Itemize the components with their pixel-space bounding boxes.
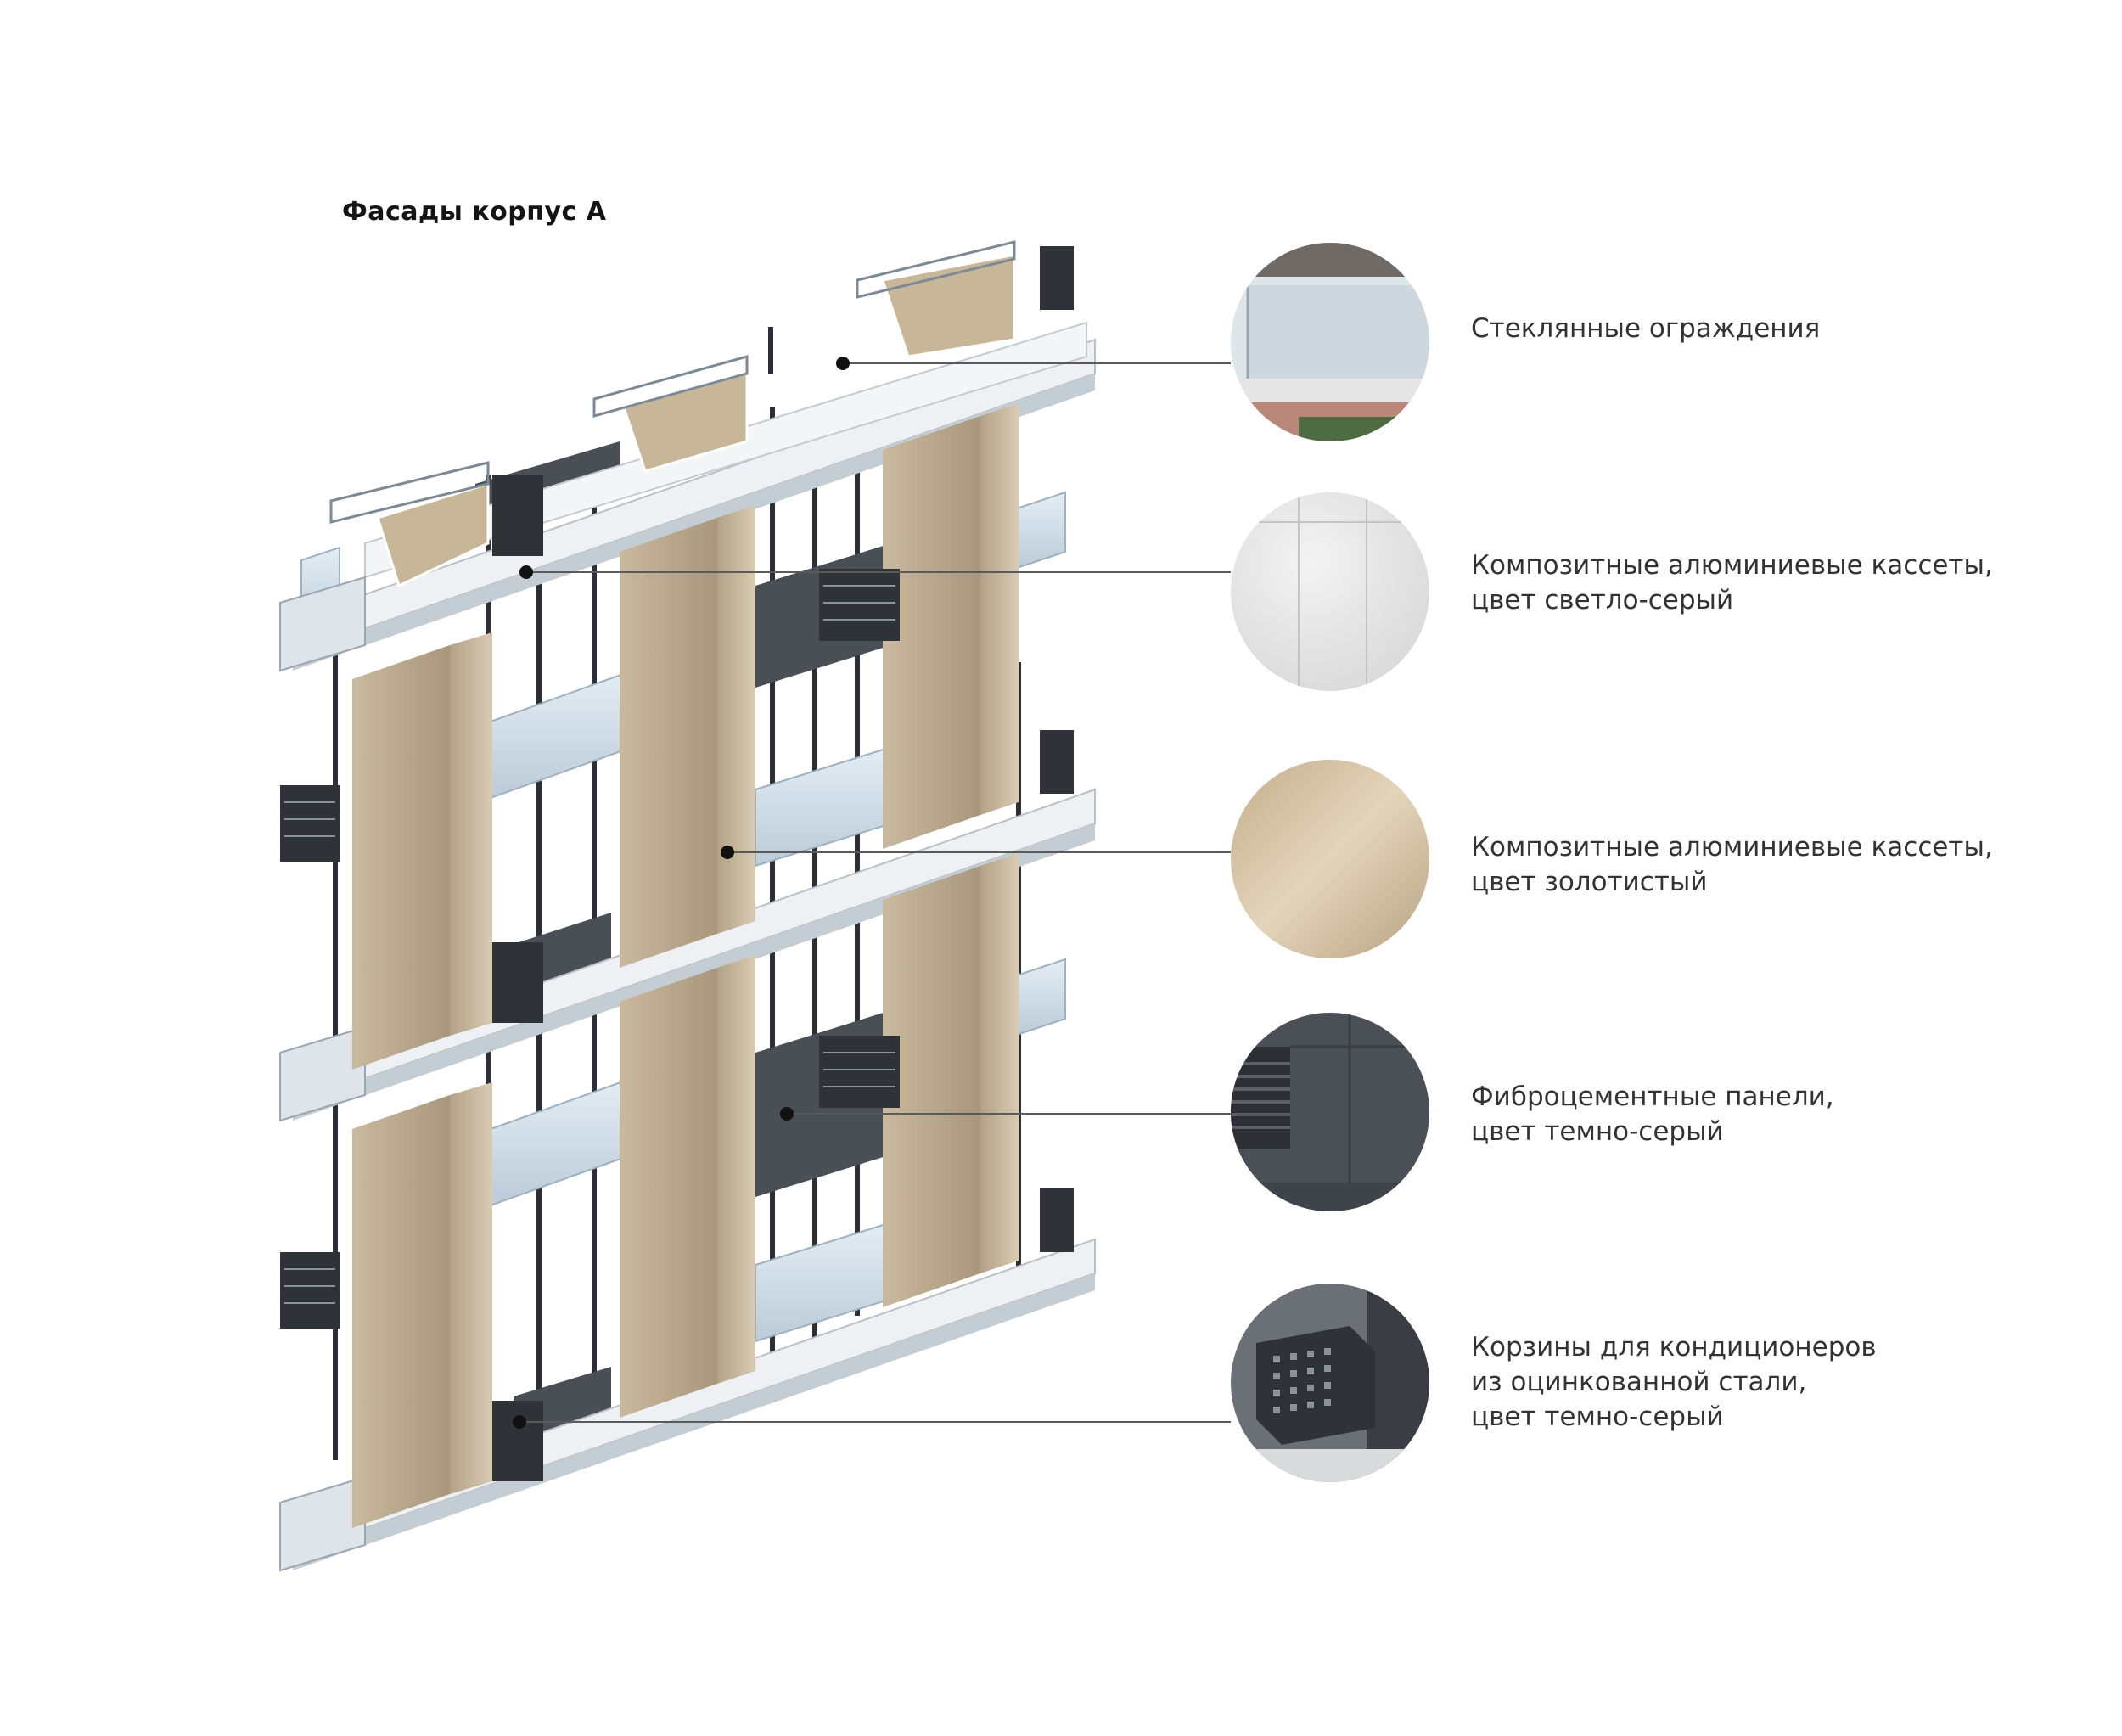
glass-railings xyxy=(300,491,1066,1343)
rooftop-planters xyxy=(329,240,1016,588)
glass-railing-photo-icon xyxy=(1231,243,1429,441)
gold-panel-swatch-icon xyxy=(1231,760,1429,958)
legend-glass-railings: Стеклянные ограждения xyxy=(1471,312,1820,346)
gold-columns xyxy=(352,403,1019,1528)
legend-aluminium-gold: Композитные алюминиевые кассеты, цвет зо… xyxy=(1471,830,1993,900)
legend-line: Корзины для кондиционеров xyxy=(1471,1332,1877,1362)
legend-line: цвет золотистый xyxy=(1471,867,1708,897)
legend-line: Стеклянные ограждения xyxy=(1471,313,1821,344)
ac-basket-photo-icon xyxy=(1231,1284,1429,1482)
legend-line: цвет темно-серый xyxy=(1471,1116,1724,1147)
legend-line: цвет светло-серый xyxy=(1471,585,1734,615)
ac-basket-louvres xyxy=(284,585,895,1304)
legend-ac-baskets: Корзины для кондиционеров из оцинкованно… xyxy=(1471,1330,1877,1435)
legend-fibre-cement: Фиброцементные панели, цвет темно-серый xyxy=(1471,1080,1834,1149)
leader-lines xyxy=(519,362,1231,1423)
page-title: Фасады корпус А xyxy=(342,197,607,227)
legend-line: из оцинкованной стали, xyxy=(1471,1367,1807,1397)
legend-line: Фиброцементные панели, xyxy=(1471,1081,1834,1112)
light-grey-panel-swatch-icon xyxy=(1231,492,1429,691)
legend-line: Композитные алюминиевые кассеты, xyxy=(1471,832,1993,862)
legend-line: цвет темно-серый xyxy=(1471,1402,1724,1432)
legend-line: Композитные алюминиевые кассеты, xyxy=(1471,550,1993,581)
ac-baskets xyxy=(280,246,1074,1481)
leader-dots xyxy=(513,357,850,1429)
legend-aluminium-light-grey: Композитные алюминиевые кассеты, цвет св… xyxy=(1471,548,1993,618)
dark-grey-panel-swatch-icon xyxy=(1231,1013,1429,1211)
